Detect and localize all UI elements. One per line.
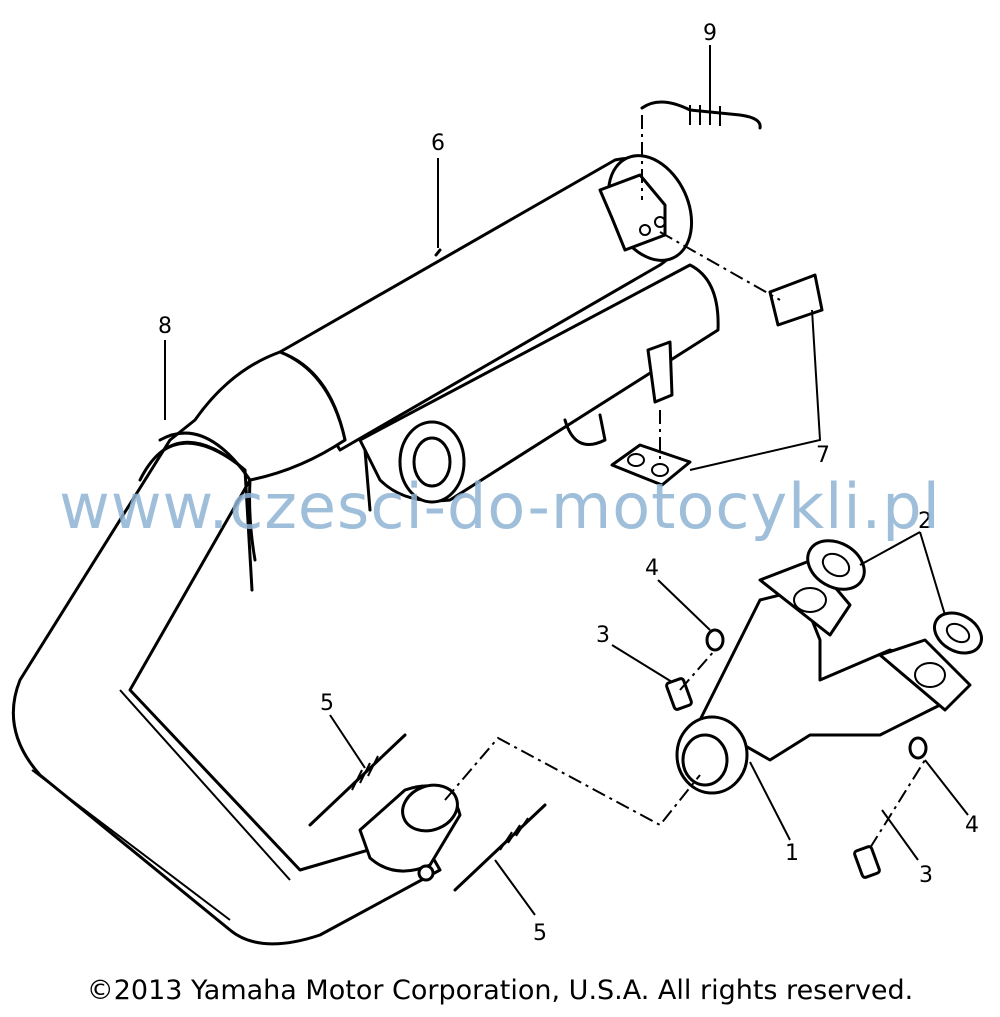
exhaust-manifold	[675, 558, 972, 795]
part-label-1: 1	[785, 841, 799, 866]
part-label-4a: 4	[645, 556, 659, 581]
washer-left	[705, 628, 725, 652]
bolt-left	[665, 677, 693, 711]
exhaust-pipe	[11, 350, 442, 946]
bolt-right	[853, 845, 881, 879]
part-label-5a: 5	[320, 691, 334, 716]
assembly-line-bolt-left	[679, 649, 716, 691]
part-label-8: 8	[158, 314, 172, 339]
gasket-right	[933, 611, 983, 655]
part-label-9: 9	[703, 21, 717, 46]
assembly-line-pipe	[444, 736, 701, 827]
part-label-4b: 4	[965, 813, 979, 838]
leader-lines	[164, 45, 969, 916]
part-label-7: 7	[816, 443, 830, 468]
gasket-left	[806, 539, 866, 591]
pipe-inlet	[358, 783, 462, 882]
part-label-3a: 3	[596, 623, 610, 648]
assembly-line-bolt-right	[869, 759, 926, 849]
copyright-notice: ©2013 Yamaha Motor Corporation, U.S.A. A…	[86, 975, 914, 1006]
spring-upper-left	[308, 733, 407, 827]
mount-bracket-bottom	[610, 340, 692, 487]
spring-lower	[453, 803, 547, 892]
assembly-line-pad	[659, 231, 781, 301]
part-label-2: 2	[918, 509, 932, 534]
part-label-5b: 5	[533, 921, 547, 946]
clamp-band	[138, 440, 254, 592]
part-label-6: 6	[431, 131, 445, 156]
washer-right	[908, 736, 928, 760]
silencer-body	[358, 263, 720, 512]
part-label-3b: 3	[919, 863, 933, 888]
rubber-damper	[768, 273, 824, 327]
spring-top	[640, 100, 762, 130]
